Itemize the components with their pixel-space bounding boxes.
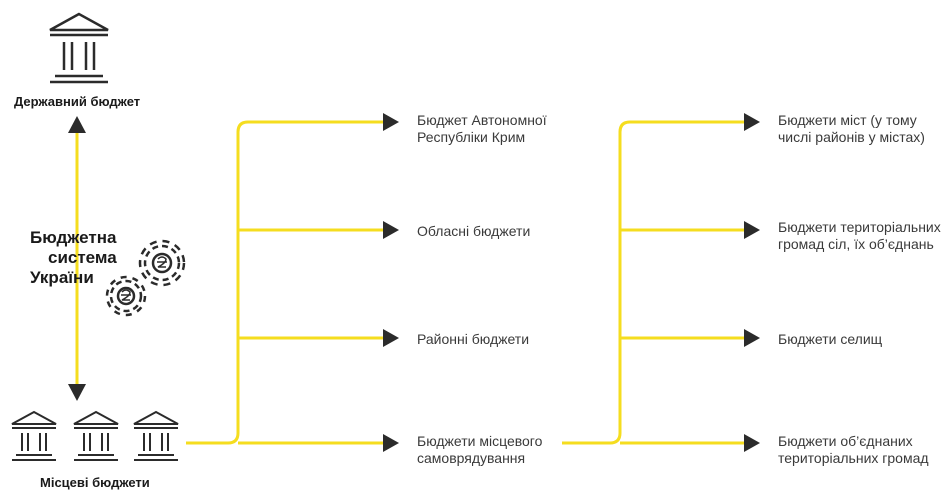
middle-item-oblast: Обласні бюджети bbox=[417, 223, 530, 240]
middle-item-district: Районні бюджети bbox=[417, 331, 529, 348]
budget-system-line-3: України bbox=[30, 268, 94, 287]
middle-item-line: Районні бюджети bbox=[417, 331, 530, 347]
right-item-line: числі районів у містах) bbox=[778, 129, 925, 145]
local-budgets-label: Місцеві бюджети bbox=[40, 475, 150, 490]
right-item-line: Бюджети міст (у тому bbox=[778, 112, 917, 128]
arrow-right-icon bbox=[744, 434, 760, 452]
right-item-line: Бюджети об’єднаних bbox=[778, 433, 913, 449]
middle-item-self-government: Бюджети місцевого самоврядування bbox=[417, 433, 542, 467]
state-budget-label: Державний бюджет bbox=[14, 94, 141, 109]
gears-hryvnia-icon bbox=[105, 239, 186, 317]
right-item-settlements: Бюджети селищ bbox=[778, 331, 882, 348]
right-item-line: Бюджети селищ bbox=[778, 331, 883, 347]
middle-branch-line bbox=[186, 120, 385, 445]
government-building-icon bbox=[49, 12, 109, 84]
right-item-line: територіальних громад bbox=[778, 450, 929, 466]
government-building-icon bbox=[11, 410, 57, 461]
right-item-cities: Бюджети міст (у тому числі районів у міс… bbox=[778, 112, 925, 146]
middle-item-line: Республіки Крим bbox=[417, 129, 526, 145]
arrow-right-icon bbox=[744, 113, 760, 131]
arrow-down-icon bbox=[68, 384, 86, 401]
budget-system-line-1: Бюджетна bbox=[30, 228, 117, 247]
budget-system-label: Бюджетна система України bbox=[30, 228, 117, 288]
arrow-right-icon bbox=[383, 113, 399, 131]
government-building-icon bbox=[133, 410, 179, 461]
arrow-right-icon bbox=[744, 329, 760, 347]
arrow-right-icon bbox=[383, 221, 399, 239]
right-item-united-communities: Бюджети об’єднаних територіальних громад bbox=[778, 433, 929, 467]
arrow-right-icon bbox=[744, 221, 760, 239]
middle-item-line: Обласні бюджети bbox=[417, 223, 531, 239]
middle-item-line: Бюджети місцевого bbox=[417, 433, 543, 449]
right-item-villages: Бюджети територіальних громад сіл, їх об… bbox=[778, 219, 941, 253]
arrow-right-icon bbox=[383, 434, 399, 452]
middle-item-crimea: Бюджет Автономної Республіки Крим bbox=[417, 112, 547, 146]
right-branch-line bbox=[562, 120, 745, 445]
budget-system-line-2: система bbox=[48, 248, 117, 267]
arrow-right-icon bbox=[383, 329, 399, 347]
middle-item-line: Бюджет Автономної bbox=[417, 112, 547, 128]
middle-item-line: самоврядування bbox=[417, 450, 526, 466]
right-item-line: Бюджети територіальних bbox=[778, 219, 941, 235]
right-item-line: громад сіл, їх об’єднань bbox=[778, 236, 934, 252]
hryvnia-sign-icon bbox=[121, 256, 167, 301]
arrow-up-icon bbox=[68, 116, 86, 133]
government-building-icon bbox=[73, 410, 119, 461]
